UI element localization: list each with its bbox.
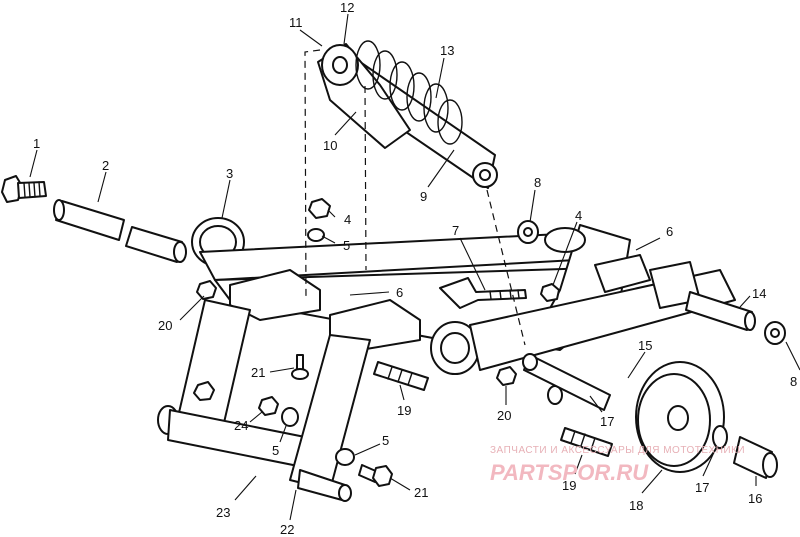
lower-link-left bbox=[157, 299, 321, 471]
assembly-lines bbox=[304, 49, 526, 346]
watermark-logo: PARTSPOR.RU bbox=[490, 460, 649, 485]
callout-2: 2 bbox=[102, 158, 109, 173]
callout-15: 15 bbox=[638, 338, 652, 353]
callout-9: 9 bbox=[420, 189, 427, 204]
callout-19-right: 19 bbox=[562, 478, 576, 493]
spacer-part-17-right bbox=[712, 425, 728, 449]
hook-part-7 bbox=[439, 277, 527, 309]
bolt-part-19-center bbox=[373, 361, 429, 391]
callout-10: 10 bbox=[323, 138, 337, 153]
callout-3: 3 bbox=[226, 166, 233, 181]
bolt-part-21-upper bbox=[291, 354, 309, 380]
callout-4-right: 4 bbox=[575, 208, 582, 223]
callout-11: 11 bbox=[289, 15, 303, 30]
watermark-text: ЗАПЧАСТИ И АКСЕССУАРЫ ДЛЯ МОТОТЕХНИКИ bbox=[490, 445, 745, 456]
callout-19-center: 19 bbox=[397, 403, 411, 418]
sleeve-part-16 bbox=[733, 436, 778, 479]
nut-part-24 bbox=[258, 396, 279, 416]
leader-lines bbox=[29, 13, 800, 521]
shaft-part-14 bbox=[649, 261, 756, 331]
callout-16: 16 bbox=[748, 491, 762, 506]
bolt-part-19-right bbox=[560, 427, 613, 457]
lower-link-right bbox=[289, 334, 371, 502]
axle-part-15 bbox=[522, 353, 611, 411]
callout-21-upper: 21 bbox=[251, 365, 265, 380]
callout-labels: 1 2 3 11 12 13 10 9 8 4 5 4 7 6 6 14 20 … bbox=[33, 0, 797, 537]
washer-part-8-top bbox=[517, 220, 539, 244]
callout-14: 14 bbox=[752, 286, 766, 301]
callout-12: 12 bbox=[340, 0, 354, 15]
callout-24: 24 bbox=[234, 418, 248, 433]
callout-23: 23 bbox=[216, 505, 230, 520]
nut-part-20-left bbox=[196, 280, 217, 300]
callout-20-right: 20 bbox=[497, 408, 511, 423]
nut-part-4-right bbox=[540, 283, 560, 302]
bolt-part-1 bbox=[1, 175, 47, 203]
callout-7: 7 bbox=[452, 223, 459, 238]
callout-1: 1 bbox=[33, 136, 40, 151]
callout-20-left: 20 bbox=[158, 318, 172, 333]
callout-8-right: 8 bbox=[790, 374, 797, 389]
spring-part-13 bbox=[355, 40, 463, 145]
wheel-part-18 bbox=[635, 361, 725, 473]
callout-18: 18 bbox=[629, 498, 643, 513]
callout-17-left: 17 bbox=[600, 414, 614, 429]
callout-4-left: 4 bbox=[344, 212, 351, 227]
shock-absorber bbox=[317, 40, 498, 189]
washer-part-8-right bbox=[764, 321, 786, 345]
washer-part-5-top bbox=[307, 228, 325, 242]
callout-8-top: 8 bbox=[534, 175, 541, 190]
callout-21-lower: 21 bbox=[414, 485, 428, 500]
washer-part-5-low bbox=[335, 448, 355, 466]
callout-13: 13 bbox=[440, 43, 454, 58]
nut-part-20-right bbox=[496, 366, 517, 386]
callout-17-right: 17 bbox=[695, 480, 709, 495]
washer-part-5-mid bbox=[281, 407, 299, 427]
callout-5-low: 5 bbox=[382, 433, 389, 448]
callout-5-top: 5 bbox=[343, 238, 350, 253]
bolt-part-21-lower bbox=[358, 464, 393, 487]
callout-5-mid: 5 bbox=[272, 443, 279, 458]
nut-part-4-left bbox=[308, 198, 331, 219]
tube-part-2 bbox=[53, 199, 187, 263]
callout-6-left: 6 bbox=[396, 285, 403, 300]
callout-22: 22 bbox=[280, 522, 294, 537]
callout-6-right: 6 bbox=[666, 224, 673, 239]
watermark: ЗАПЧАСТИ И АКСЕССУАРЫ ДЛЯ МОТОТЕХНИКИ PA… bbox=[490, 445, 745, 485]
